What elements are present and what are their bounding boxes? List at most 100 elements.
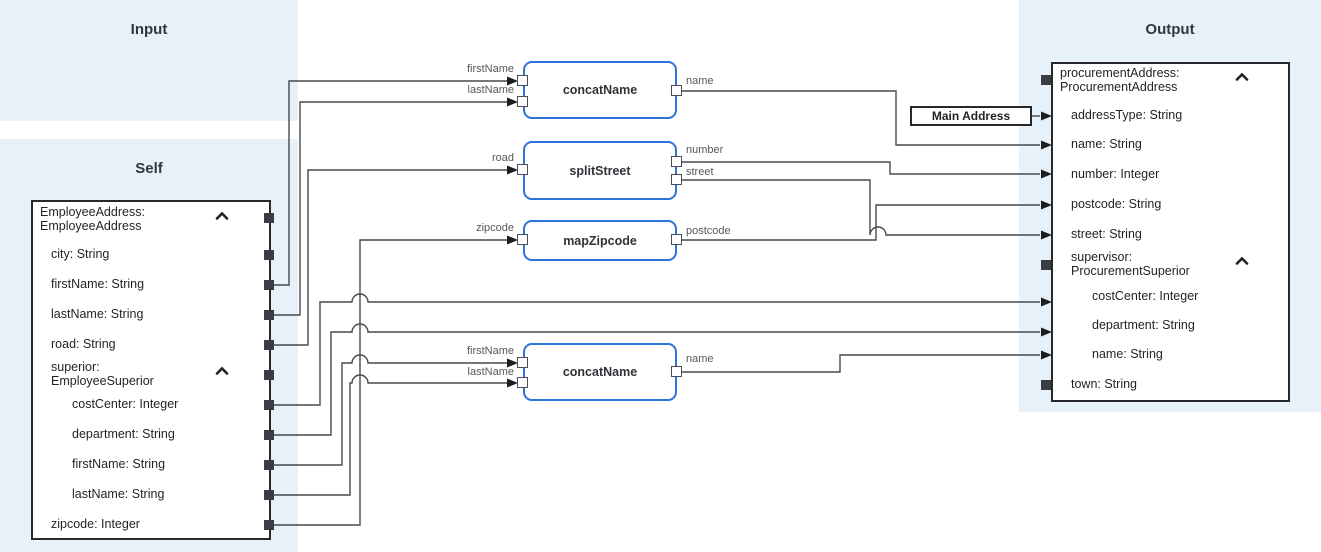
source-port[interactable] — [264, 460, 274, 470]
wire-label: road — [491, 152, 514, 164]
transform-input-port[interactable] — [517, 377, 528, 388]
source-field-row[interactable]: lastName: String — [51, 307, 144, 321]
wire-arrowhead-icon — [1041, 200, 1052, 210]
target-port[interactable] — [1041, 75, 1051, 85]
source-port[interactable] — [264, 400, 274, 410]
source-port[interactable] — [264, 213, 274, 223]
source-field-row[interactable]: road: String — [51, 337, 116, 351]
input-panel: Input — [0, 0, 298, 121]
wire-path — [680, 354, 1040, 373]
target-collapse-chevron-up-icon[interactable] — [1235, 256, 1249, 265]
wire-label: number — [686, 144, 724, 156]
target-field-row[interactable]: postcode: String — [1071, 197, 1162, 211]
wire-arrowhead-icon — [507, 235, 518, 245]
source-port[interactable] — [264, 490, 274, 500]
wire-label: firstName — [466, 63, 514, 75]
wire-label: lastName — [467, 366, 514, 378]
transform-box-concatName[interactable]: concatName — [523, 343, 677, 401]
wire-arrowhead-icon — [1041, 140, 1052, 150]
target-field-row[interactable]: name: String — [1092, 347, 1163, 361]
transform-name: concatName — [562, 83, 638, 97]
output-panel-title: Output — [1145, 21, 1195, 38]
transform-box-splitStreet[interactable]: splitStreet — [523, 141, 677, 200]
transform-output-port[interactable] — [671, 366, 682, 377]
target-document-box — [1051, 62, 1290, 402]
target-collapse-chevron-up-icon[interactable] — [1235, 72, 1249, 81]
wire-path — [274, 374, 507, 496]
self-panel-title: Self — [135, 160, 163, 177]
source-port[interactable] — [264, 340, 274, 350]
target-field-row[interactable]: procurementAddress: ProcurementAddress — [1060, 66, 1180, 94]
wire-label: postcode — [686, 225, 731, 237]
wire-path — [274, 293, 1040, 406]
source-field-row[interactable]: lastName: String — [72, 487, 165, 501]
transform-input-port[interactable] — [517, 357, 528, 368]
target-field-row[interactable]: addressType: String — [1071, 108, 1183, 122]
transform-box-mapZipcode[interactable]: mapZipcode — [523, 220, 677, 261]
wire-arrowhead-icon — [1041, 169, 1052, 179]
source-port[interactable] — [264, 280, 274, 290]
wire-path — [680, 90, 1040, 146]
wire-label: name — [686, 353, 714, 365]
transform-name: mapZipcode — [563, 233, 637, 248]
wire-label: firstName — [466, 345, 514, 357]
wire-path — [274, 169, 507, 346]
source-field-row[interactable]: firstName: String — [72, 457, 166, 471]
transform-input-port[interactable] — [517, 164, 528, 175]
wire-path — [274, 80, 507, 286]
transform-box-concatName[interactable]: concatName — [523, 61, 677, 119]
transform-input-port[interactable] — [517, 234, 528, 245]
input-panel-title: Input — [130, 21, 168, 38]
source-collapse-chevron-up-icon[interactable] — [215, 366, 229, 375]
source-field-row[interactable]: costCenter: Integer — [72, 397, 179, 411]
wire-path — [274, 239, 507, 526]
source-field-row[interactable]: firstName: String — [51, 277, 145, 291]
wire-arrowhead-icon — [1041, 297, 1052, 307]
wire-path — [274, 323, 1040, 436]
target-field-row[interactable]: town: String — [1071, 377, 1138, 391]
transform-name: concatName — [562, 365, 638, 379]
source-field-row[interactable]: superior: EmployeeSuperior — [51, 360, 154, 388]
wire-path — [680, 204, 1040, 241]
main-address-constant[interactable]: Main Address — [910, 106, 1032, 126]
wire-path — [274, 354, 507, 466]
target-field-row[interactable]: street: String — [1071, 227, 1142, 241]
wire-arrowhead-icon — [1041, 350, 1052, 360]
wire-arrowhead-icon — [1041, 230, 1052, 240]
wire-label: zipcode — [476, 222, 514, 234]
transform-input-port[interactable] — [517, 96, 528, 107]
source-port[interactable] — [264, 520, 274, 530]
transform-name: splitStreet — [569, 163, 631, 178]
wire-arrowhead-icon — [507, 97, 518, 107]
wire-label: street — [686, 166, 714, 178]
transform-output-port[interactable] — [671, 156, 682, 167]
wire-arrowhead-icon — [1041, 327, 1052, 337]
wire-path — [274, 101, 507, 316]
source-document-box — [31, 200, 271, 540]
target-port[interactable] — [1041, 380, 1051, 390]
wire-label: lastName — [467, 84, 514, 96]
source-field-row[interactable]: city: String — [51, 247, 110, 261]
transform-output-port[interactable] — [671, 174, 682, 185]
wire-path — [680, 161, 1040, 175]
source-port[interactable] — [264, 250, 274, 260]
source-port[interactable] — [264, 430, 274, 440]
target-field-row[interactable]: supervisor: ProcurementSuperior — [1071, 250, 1190, 278]
wire-arrowhead-icon — [507, 358, 518, 368]
source-port[interactable] — [264, 370, 274, 380]
target-field-row[interactable]: name: String — [1071, 137, 1142, 151]
transform-output-port[interactable] — [671, 85, 682, 96]
source-collapse-chevron-up-icon[interactable] — [215, 211, 229, 220]
source-port[interactable] — [264, 310, 274, 320]
source-field-row[interactable]: EmployeeAddress: EmployeeAddress — [40, 205, 145, 233]
transform-input-port[interactable] — [517, 75, 528, 86]
transform-output-port[interactable] — [671, 234, 682, 245]
target-field-row[interactable]: costCenter: Integer — [1092, 289, 1199, 303]
target-field-row[interactable]: number: Integer — [1071, 167, 1160, 181]
target-port[interactable] — [1041, 260, 1051, 270]
source-field-row[interactable]: zipcode: Integer — [51, 517, 140, 531]
source-field-row[interactable]: department: String — [72, 427, 175, 441]
target-field-row[interactable]: department: String — [1092, 318, 1195, 332]
wire-label: name — [686, 75, 714, 87]
